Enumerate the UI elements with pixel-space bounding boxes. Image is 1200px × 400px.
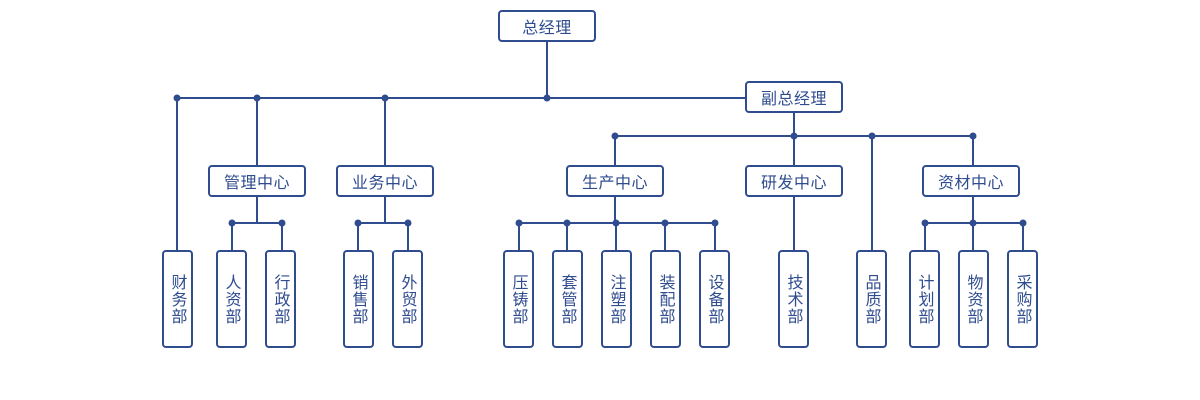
node-general-manager: 总经理 [498, 10, 596, 42]
node-production-center: 生产中心 [566, 165, 664, 197]
junction-dot [173, 94, 181, 102]
junction-dot [611, 132, 619, 140]
junction-dot [515, 219, 523, 227]
junction-dot [228, 219, 236, 227]
node-sales-dept: 销售部 [343, 250, 374, 348]
node-materials-dept: 物资部 [958, 250, 989, 348]
junction-dot [969, 219, 977, 227]
node-label: 装配部 [656, 273, 676, 325]
junction-dot [278, 219, 286, 227]
junction-dot [969, 132, 977, 140]
node-label: 套管部 [558, 273, 578, 325]
node-label: 销售部 [349, 273, 369, 325]
node-label: 行政部 [271, 273, 291, 325]
node-technology-dept: 技术部 [778, 250, 809, 348]
node-hr-dept: 人资部 [216, 250, 247, 348]
node-assembly-dept: 装配部 [650, 250, 681, 348]
node-equipment-dept: 设备部 [699, 250, 730, 348]
node-label: 物资部 [964, 273, 984, 325]
node-label: 业务中心 [351, 173, 418, 192]
junction-dot [711, 219, 719, 227]
node-label: 总经理 [522, 18, 572, 37]
node-admin-dept: 行政部 [265, 250, 296, 348]
node-materials-center: 资材中心 [922, 165, 1020, 197]
node-business-center: 业务中心 [336, 165, 434, 197]
node-deputy-general-manager: 副总经理 [745, 81, 843, 113]
node-label: 资材中心 [937, 173, 1004, 192]
node-label: 采购部 [1013, 273, 1033, 325]
junction-dot [1019, 219, 1027, 227]
junction-dot [404, 219, 412, 227]
junction-dot [661, 219, 669, 227]
node-purchasing-dept: 采购部 [1007, 250, 1038, 348]
junction-dot [612, 219, 620, 227]
node-injection-molding-dept: 注塑部 [601, 250, 632, 348]
node-label: 外贸部 [398, 273, 418, 325]
node-quality-dept: 品质部 [856, 250, 887, 348]
node-label: 研发中心 [760, 173, 827, 192]
junction-dot [563, 219, 571, 227]
node-label: 品质部 [862, 273, 882, 325]
node-label: 技术部 [784, 273, 804, 325]
junction-dot [381, 94, 389, 102]
node-label: 管理中心 [223, 173, 290, 192]
junction-dot [354, 219, 362, 227]
node-label: 计划部 [915, 273, 935, 325]
node-tubing-dept: 套管部 [552, 250, 583, 348]
node-planning-dept: 计划部 [909, 250, 940, 348]
junction-dot [868, 132, 876, 140]
junction-dot [543, 94, 551, 102]
node-rd-center: 研发中心 [745, 165, 843, 197]
node-finance-dept: 财务部 [162, 250, 193, 348]
node-label: 人资部 [222, 273, 242, 325]
junction-dot [790, 132, 798, 140]
node-label: 副总经理 [760, 89, 827, 108]
node-label: 设备部 [705, 273, 725, 325]
node-die-casting-dept: 压铸部 [503, 250, 534, 348]
junction-dot [921, 219, 929, 227]
node-management-center: 管理中心 [208, 165, 306, 197]
node-label: 财务部 [168, 273, 188, 325]
node-foreign-trade-dept: 外贸部 [392, 250, 423, 348]
node-label: 注塑部 [607, 273, 627, 325]
node-label: 生产中心 [581, 173, 648, 192]
node-label: 压铸部 [509, 273, 529, 325]
junction-dot [253, 94, 261, 102]
